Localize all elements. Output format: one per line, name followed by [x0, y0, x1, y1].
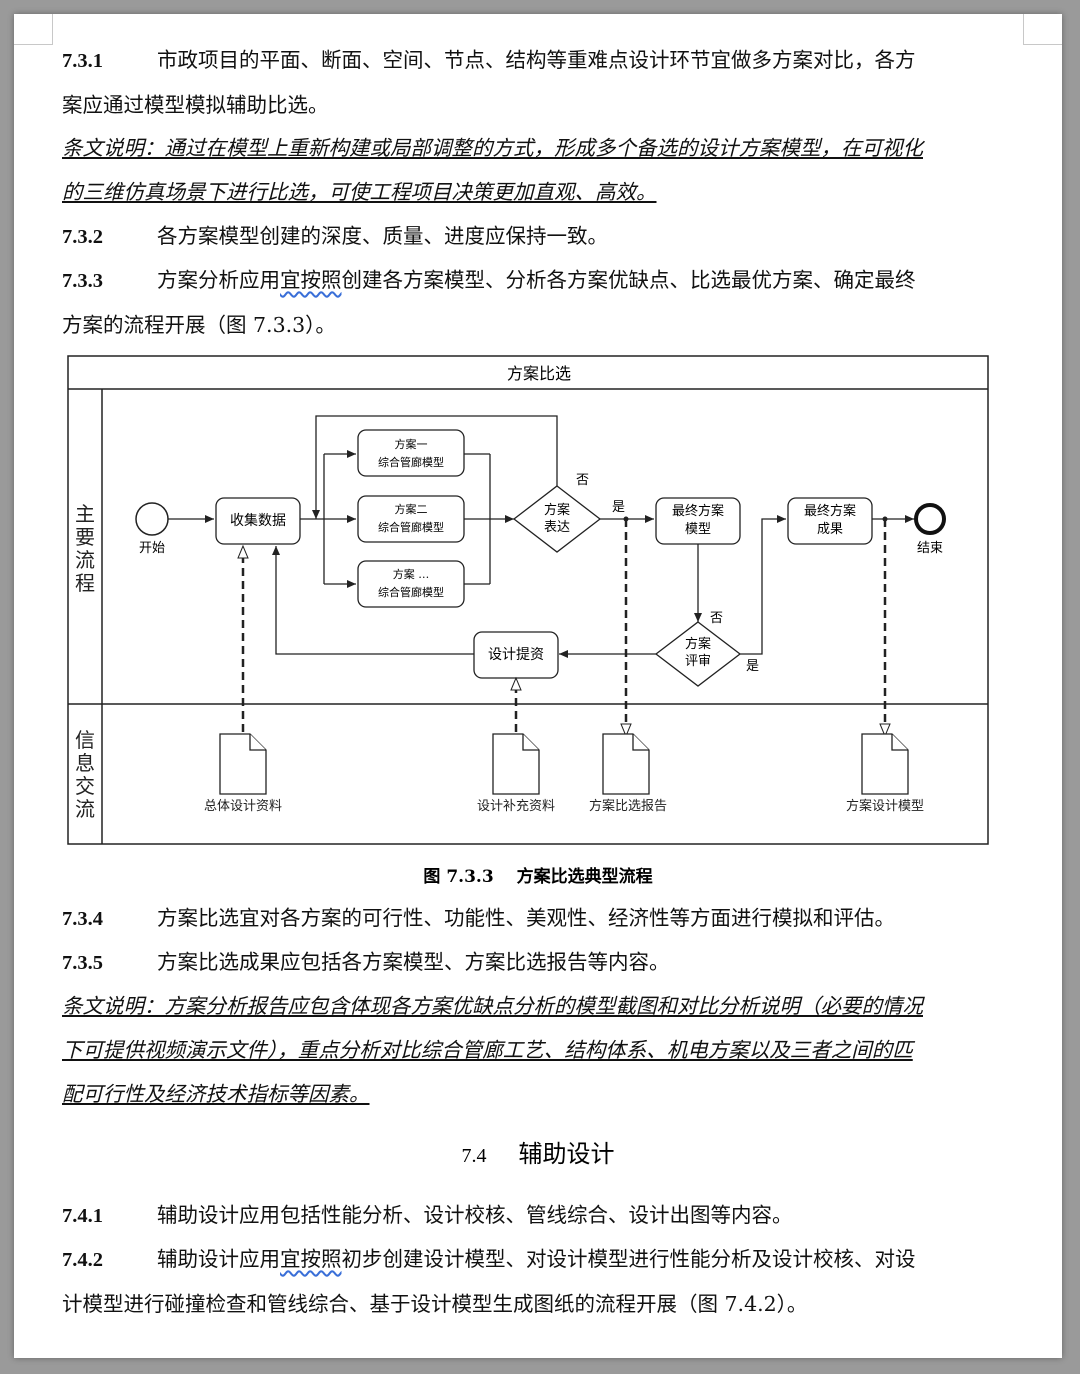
spellcheck-underline: 宜按照 — [280, 1247, 342, 1271]
review-gateway — [654, 621, 742, 687]
document-icon — [602, 733, 650, 795]
section-title: 辅助设计 — [518, 1140, 615, 1168]
margin-mark-top-left — [14, 14, 53, 45]
clause-note-7-3-5: 条文说明：方案分析报告应包含体现各方案优缺点分析的模型截图和对比分析说明（必要的… — [62, 984, 1012, 1116]
figure-caption: 图 7.3.3 方案比选典型流程 — [423, 867, 653, 887]
final-result-task — [787, 497, 873, 545]
clause-text: 方案比选成果应包括各方案模型、方案比选报告等内容。 — [157, 950, 670, 974]
section-heading-7-4: 7.4 辅助设计 — [14, 1134, 1062, 1169]
start-label: 开始 — [139, 541, 165, 556]
clause-text: 方案分析应用 — [157, 268, 280, 292]
clause-7-4-1: 7.4.1 辅助设计应用包括性能分析、设计校核、管线综合、设计出图等内容。 — [62, 1193, 1012, 1238]
spellcheck-underline: 宜按照 — [280, 268, 342, 292]
clause-text: 辅助设计应用包括性能分析、设计校核、管线综合、设计出图等内容。 — [157, 1203, 793, 1227]
plan-1-sublabel: 综合管廊模型 — [378, 455, 444, 469]
document-icon — [219, 733, 267, 795]
lane-main-char: 程 — [75, 571, 95, 595]
clause-number: 7.3.4 — [62, 908, 103, 930]
plan-1-label: 方案一 — [395, 437, 428, 451]
clause-text-cont: 案应通过模型模拟辅助比选。 — [62, 93, 329, 117]
review-label: 评审 — [685, 654, 711, 669]
diagram-title: 方案比选 — [507, 364, 571, 383]
final-model-label: 最终方案 — [672, 503, 724, 519]
express-label: 表达 — [544, 520, 570, 535]
plan-3-label: 方案 … — [393, 567, 430, 581]
end-event — [914, 503, 946, 535]
note-line: 的三维仿真场景下进行比选，可使工程项目决策更加直观、高效。 — [62, 180, 657, 204]
lane-main-char: 主 — [75, 502, 95, 526]
clause-number: 7.4.2 — [62, 1249, 103, 1271]
clause-7-3-1: 7.3.1 市政项目的平面、断面、空间、节点、结构等重难点设计环节宜做多方案对比，… — [62, 38, 1012, 127]
doc-label: 方案设计模型 — [846, 798, 924, 814]
no-label: 否 — [710, 611, 723, 626]
clause-7-3-5: 7.3.5 方案比选成果应包括各方案模型、方案比选报告等内容。 — [62, 940, 1012, 985]
final-model-label: 模型 — [685, 522, 711, 537]
note-line: 配可行性及经济技术指标等因素。 — [62, 1082, 370, 1106]
doc-label: 设计补充资料 — [477, 798, 555, 814]
clause-7-3-3: 7.3.3 方案分析应用宜按照创建各方案模型、分析各方案优缺点、比选最优方案、确定… — [62, 258, 1012, 347]
margin-mark-top-right — [1023, 14, 1062, 45]
collect-data-task — [215, 497, 301, 545]
express-label: 方案 — [544, 502, 570, 518]
document-icon — [861, 733, 909, 795]
end-label: 结束 — [917, 541, 943, 556]
plan-2-sublabel: 综合管廊模型 — [378, 520, 444, 534]
clause-number: 7.3.5 — [62, 952, 103, 974]
lane-info-char: 信 — [75, 728, 95, 752]
plan-2-label: 方案二 — [395, 502, 428, 516]
lane-info-char: 交 — [75, 774, 95, 798]
clause-note-7-3-1: 条文说明：通过在模型上重新构建或局部调整的方式，形成多个备选的设计方案模型，在可… — [62, 126, 1012, 214]
no-label: 否 — [576, 473, 589, 488]
clause-number: 7.3.3 — [62, 270, 103, 292]
doc-label: 方案比选报告 — [589, 798, 667, 814]
final-result-label: 成果 — [817, 522, 843, 537]
note-line: 条文说明：通过在模型上重新构建或局部调整的方式，形成多个备选的设计方案模型，在可… — [62, 136, 923, 160]
start-event — [135, 502, 169, 536]
clause-text: 初步创建设计模型、对设计模型进行性能分析及设计校核、对设 — [341, 1247, 916, 1271]
flow-diagram: 方案比选 主 要 流 程 信 息 交 流 开始 收集数据 方案一 综合管廊模型 … — [67, 355, 989, 845]
clause-number: 7.3.1 — [62, 50, 103, 72]
lane-info-char: 息 — [75, 751, 95, 775]
clause-text: 市政项目的平面、断面、空间、节点、结构等重难点设计环节宜做多方案对比，各方 — [157, 48, 916, 72]
clause-number: 7.3.2 — [62, 226, 103, 248]
section-number: 7.4 — [461, 1145, 487, 1167]
note-line: 下可提供视频演示文件），重点分析对比综合管廊工艺、结构体系、机电方案以及三者之间… — [62, 1038, 913, 1062]
clause-7-4-2: 7.4.2 辅助设计应用宜按照初步创建设计模型、对设计模型进行性能分析及设计校核、… — [62, 1237, 1012, 1326]
doc-label: 总体设计资料 — [204, 799, 282, 814]
design-submit-label: 设计提资 — [488, 647, 544, 663]
clause-text-cont: 计模型进行碰撞检查和管线综合、基于设计模型生成图纸的流程开展（图 7.4.2）。 — [62, 1292, 808, 1316]
yes-label: 是 — [612, 500, 625, 515]
plan-1-task — [357, 429, 465, 477]
lane-main-char: 要 — [75, 525, 95, 549]
document-icon — [492, 733, 540, 795]
review-label: 方案 — [685, 636, 711, 652]
plan-3-sublabel: 综合管廊模型 — [378, 585, 444, 599]
collect-data-label: 收集数据 — [230, 512, 286, 529]
diagram-frame — [67, 355, 989, 845]
clause-7-3-4: 7.3.4 方案比选宜对各方案的可行性、功能性、美观性、经济性等方面进行模拟和评估… — [62, 896, 1012, 941]
lane-main-char: 流 — [75, 548, 95, 572]
clause-7-3-2: 7.3.2 各方案模型创建的深度、质量、进度应保持一致。 — [62, 214, 1012, 259]
clause-text-cont: 方案的流程开展（图 7.3.3）。 — [62, 313, 336, 337]
clause-text: 各方案模型创建的深度、质量、进度应保持一致。 — [157, 224, 608, 248]
clause-text: 方案比选宜对各方案的可行性、功能性、美观性、经济性等方面进行模拟和评估。 — [157, 906, 895, 930]
lane-info-char: 流 — [75, 797, 95, 821]
final-result-label: 最终方案 — [804, 503, 856, 519]
clause-text: 创建各方案模型、分析各方案优缺点、比选最优方案、确定最终 — [341, 268, 916, 292]
document-page: 7.3.1 市政项目的平面、断面、空间、节点、结构等重难点设计环节宜做多方案对比，… — [14, 14, 1062, 1358]
express-gateway — [512, 485, 602, 553]
yes-label: 是 — [746, 659, 759, 674]
note-line: 条文说明：方案分析报告应包含体现各方案优缺点分析的模型截图和对比分析说明（必要的… — [62, 994, 923, 1018]
clause-text: 辅助设计应用 — [157, 1247, 280, 1271]
clause-number: 7.4.1 — [62, 1205, 103, 1227]
